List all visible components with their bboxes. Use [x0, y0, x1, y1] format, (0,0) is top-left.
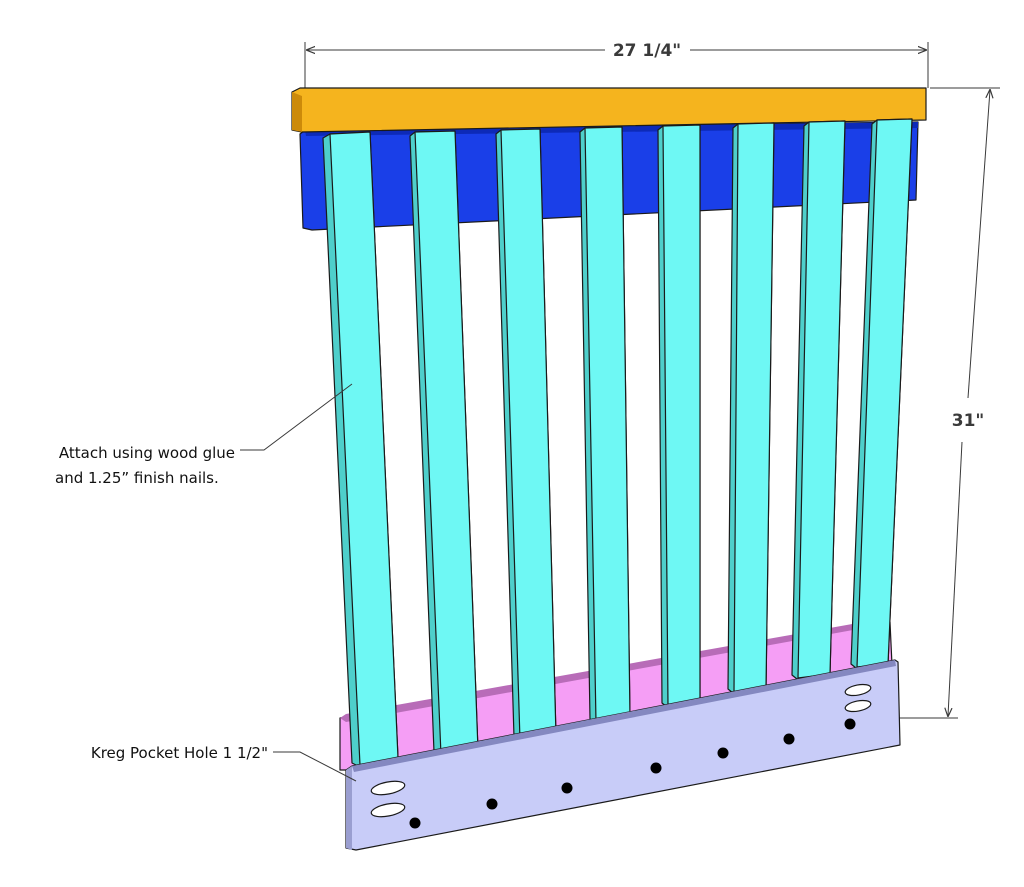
slat-6	[727, 122, 775, 694]
glue-note-line-2: and 1.25” finish nails.	[55, 469, 219, 487]
screw-hole-4	[650, 762, 662, 774]
slat-5	[657, 124, 701, 708]
height-dimension-line-bottom	[948, 441, 963, 716]
height-dimension-line-top	[967, 90, 990, 399]
height-dimension: 31"	[948, 90, 990, 716]
screw-hole-3	[561, 782, 573, 794]
top-rail	[291, 87, 927, 133]
extension-lines	[304, 42, 1000, 719]
height-dimension-label: 31"	[952, 411, 985, 431]
screw-hole-2	[486, 798, 498, 810]
bottom-rail-end	[346, 766, 352, 850]
slat-6-face	[733, 122, 775, 693]
glue-note-callout: Attach using wood glue and 1.25” finish …	[55, 383, 353, 487]
top-rail-end	[292, 92, 302, 132]
slat-3	[495, 128, 557, 742]
pocket-hole-callout: Kreg Pocket Hole 1 1/2"	[91, 744, 357, 782]
bottom-rail	[345, 659, 901, 851]
screw-holes	[409, 718, 856, 829]
slat-2	[409, 130, 479, 757]
pocket-hole-right-upper	[844, 683, 872, 697]
glue-note-line-1: Attach using wood glue	[59, 444, 235, 462]
pocket-hole-leader	[273, 751, 357, 782]
screw-hole-5	[717, 747, 729, 759]
pocket-hole-left-upper	[370, 780, 406, 796]
pocket-hole-label: Kreg Pocket Hole 1 1/2"	[91, 744, 268, 762]
screw-hole-7	[844, 718, 856, 730]
pocket-holes	[370, 683, 872, 818]
width-dimension: 27 1/4"	[307, 41, 926, 61]
slat-1	[322, 131, 399, 767]
width-dimension-label: 27 1/4"	[613, 41, 681, 61]
pocket-hole-right-lower	[844, 699, 872, 713]
screw-hole-6	[783, 733, 795, 745]
slat-4	[579, 126, 631, 724]
glue-note-leader	[240, 383, 353, 451]
bottom-rail-top-edge	[352, 660, 896, 772]
slat-5-face	[662, 124, 701, 707]
screw-hole-1	[409, 817, 421, 829]
pocket-hole-left-lower	[370, 802, 406, 818]
slat-7	[791, 120, 846, 680]
